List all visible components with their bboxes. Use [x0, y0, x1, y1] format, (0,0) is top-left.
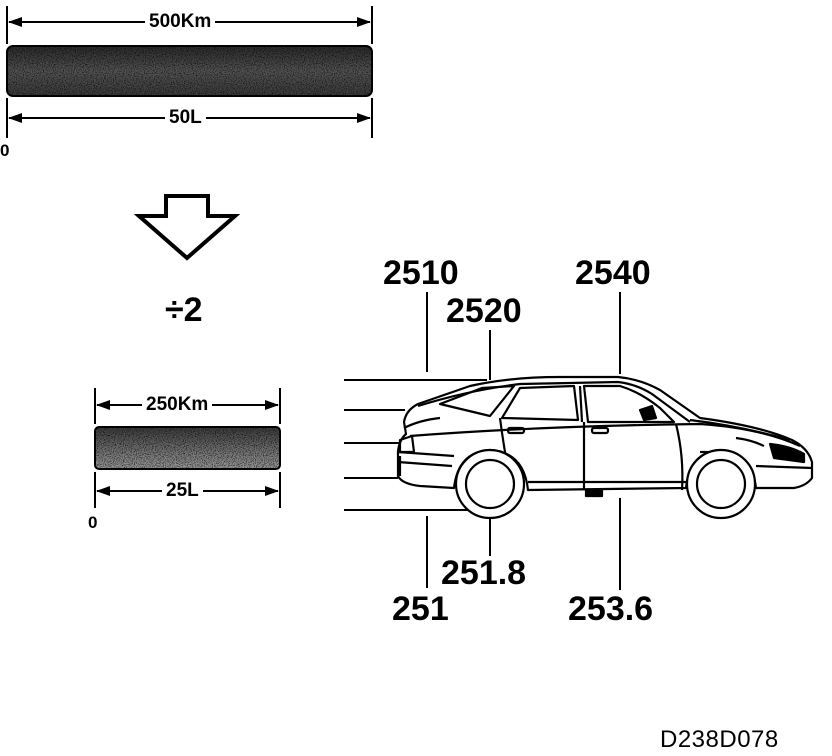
callout-2540: 2540: [575, 254, 651, 292]
callout-2520: 2520: [446, 292, 522, 330]
callout-2510: 2510: [383, 254, 459, 292]
callout-251-8: 251.8: [441, 554, 527, 592]
top-fuel-strip: [6, 45, 373, 97]
top-volume-label: 50L: [165, 108, 206, 127]
rear-wheel: [454, 448, 526, 520]
callout-leaders: [426, 292, 621, 590]
figure-code: D238D078: [660, 726, 779, 753]
callout-251: 251: [392, 590, 449, 628]
divide-by-two-label: ÷2: [165, 291, 203, 329]
callout-253-6: 253.6: [568, 590, 654, 628]
bottom-volume-label: 25L: [162, 481, 203, 500]
bottom-distance-label: 250Km: [142, 395, 213, 414]
car-illustration: [396, 375, 814, 498]
down-arrow-icon: [133, 194, 241, 261]
top-distance-label: 500Km: [145, 12, 216, 31]
top-zero-label: 0: [0, 141, 10, 160]
front-wheel: [685, 448, 757, 520]
motion-lines: [344, 379, 487, 511]
bottom-fuel-strip: [94, 426, 281, 470]
bottom-zero-label: 0: [88, 513, 98, 532]
